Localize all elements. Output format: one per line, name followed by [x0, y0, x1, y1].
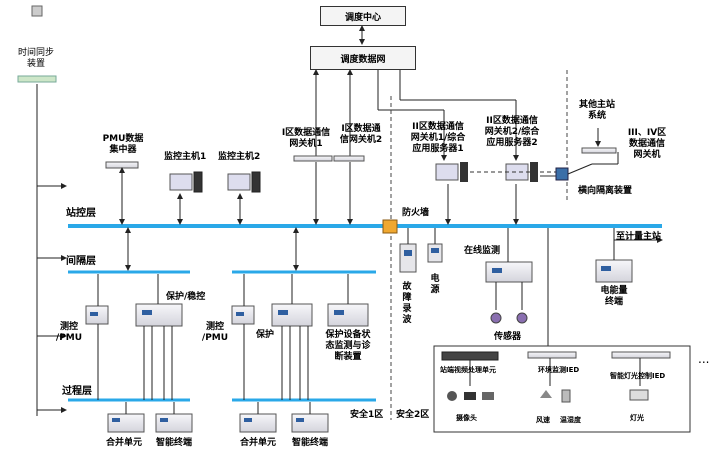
gateway-ii-1-label: II区数据通信 网关机1/综合 应用服务器1 [410, 122, 466, 154]
zone1-label: 安全1区 [350, 410, 384, 420]
online-monitor-label: 在线监测 [464, 246, 501, 256]
time-sync-icon [17, 5, 57, 83]
sensor-label: 传感器 [494, 332, 522, 342]
merging-unit-2-label: 合并单元 [240, 438, 277, 448]
smart-terminal-2-label: 智能终端 [292, 438, 329, 448]
bay-layer-label: 间隔层 [66, 256, 96, 267]
sensor-icons [540, 389, 571, 403]
measure-pmu-1-label: 测控 /PMU [55, 322, 83, 343]
protect-control-label: 保护/稳控 [166, 292, 206, 302]
monitor-host2-label: 监控主机2 [218, 152, 261, 162]
gateway-ii-2-label: II区数据通信 网关机2/综合 应用服务器2 [484, 116, 540, 148]
merging-unit-1-label: 合并单元 [106, 438, 143, 448]
ellipsis: ... [698, 352, 710, 366]
zone2-label: 安全2区 [396, 410, 430, 420]
smart-terminal-1-label: 智能终端 [156, 438, 193, 448]
video-unit-label: 站端视频处理单元 [440, 366, 496, 374]
fault-recorder-label: 故 障 录 波 [402, 282, 412, 325]
env-ied-label: 环境监测IED [538, 366, 580, 374]
gateway-i-2-label: I区数据通 信网关机2 [339, 124, 383, 145]
pmu-concentrator-label: PMU数据 集中器 [102, 134, 144, 155]
lamp-icon [629, 389, 649, 401]
dispatch-network-box: 调度数据网 [310, 46, 416, 70]
lighting-ied-label: 智能灯光控制IED [610, 372, 666, 380]
wind-label: 风速 [536, 416, 550, 424]
process-layer-label: 过程层 [62, 386, 92, 397]
firewall-label: 防火墙 [402, 208, 430, 218]
power-supply-label: 电 源 [430, 274, 440, 295]
lighting-label: 灯光 [630, 414, 644, 422]
camera-icons [447, 391, 494, 401]
energy-meter-label: 电能量 终端 [600, 286, 628, 307]
measure-pmu-2-label: 测控 /PMU [201, 322, 229, 343]
gateway-iii-iv-label: III、IV区 数据通信 网关机 [627, 128, 667, 160]
time-sync-label: 时间同步 装置 [17, 48, 54, 69]
to-metering-label: 至计量主站 [616, 232, 662, 242]
other-master-label: 其他主站 系统 [578, 100, 615, 121]
dispatch-center-box: 调度中心 [320, 6, 406, 26]
monitor-host1-label: 监控主机1 [164, 152, 207, 162]
protection-monitor-label: 保护设备状 态监测与诊 断装置 [325, 330, 371, 362]
gateway-i-1-label: I区数据通信 网关机1 [281, 128, 331, 149]
horizontal-isolation-label: 横向隔离装置 [578, 186, 633, 196]
firewall-icon [382, 219, 398, 234]
station-layer-label: 站控层 [66, 208, 96, 219]
temp-humidity-label: 温湿度 [560, 416, 581, 424]
camera-label: 摄像头 [456, 414, 477, 422]
protect-label: 保护 [256, 330, 275, 340]
